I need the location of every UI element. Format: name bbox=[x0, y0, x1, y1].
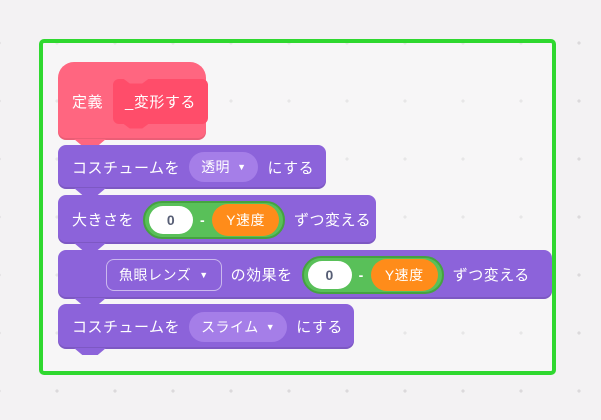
switch-costume-prefix-label: コスチュームを bbox=[72, 159, 181, 177]
effect-dropdown-value: 魚眼レンズ bbox=[119, 266, 192, 283]
minus-operator-label: - bbox=[358, 266, 364, 283]
minus-operator-label: - bbox=[200, 211, 206, 228]
switch-costume-suffix-label: にする bbox=[267, 159, 315, 177]
costume-dropdown-value: 透明 bbox=[201, 159, 231, 175]
change-effect-block[interactable]: 魚眼レンズ ▼ の効果を 0 - Y速度 ずつ変える bbox=[58, 250, 552, 299]
custom-block-name: _変形する bbox=[125, 93, 196, 111]
costume-dropdown-value: スライム bbox=[201, 318, 259, 335]
change-size-suffix-label: ずつ変える bbox=[294, 212, 372, 229]
variable-reporter[interactable]: Y速度 bbox=[212, 203, 280, 236]
switch-costume-suffix-label: にする bbox=[296, 319, 343, 336]
define-keyword-label: 定義 bbox=[72, 93, 104, 111]
switch-costume-block-bottom[interactable]: コスチュームを スライム ▼ にする bbox=[58, 304, 354, 349]
subtract-operator-block[interactable]: 0 - Y速度 bbox=[301, 255, 444, 294]
custom-block-prototype[interactable]: _変形する bbox=[113, 78, 208, 124]
number-input[interactable]: 0 bbox=[307, 260, 352, 289]
variable-reporter[interactable]: Y速度 bbox=[370, 258, 438, 291]
subtract-operator-block[interactable]: 0 - Y速度 bbox=[143, 200, 286, 239]
define-hat-block[interactable]: 定義 _変形する bbox=[58, 62, 208, 140]
costume-dropdown[interactable]: 透明 ▼ bbox=[189, 152, 259, 182]
chevron-down-icon: ▼ bbox=[199, 269, 209, 280]
number-input[interactable]: 0 bbox=[149, 205, 194, 234]
switch-costume-block-top[interactable]: コスチュームを 透明 ▼ にする bbox=[58, 145, 326, 189]
change-effect-label: の効果を bbox=[230, 267, 293, 284]
costume-dropdown[interactable]: スライム ▼ bbox=[189, 311, 288, 342]
switch-costume-prefix-label: コスチュームを bbox=[72, 319, 181, 336]
chevron-down-icon: ▼ bbox=[237, 162, 247, 172]
change-size-prefix-label: 大きさを bbox=[72, 212, 135, 229]
chevron-down-icon: ▼ bbox=[265, 321, 276, 332]
change-effect-suffix-label: ずつ変える bbox=[452, 267, 530, 284]
effect-dropdown[interactable]: 魚眼レンズ ▼ bbox=[106, 258, 222, 291]
change-size-block[interactable]: 大きさを 0 - Y速度 ずつ変える bbox=[58, 195, 376, 244]
